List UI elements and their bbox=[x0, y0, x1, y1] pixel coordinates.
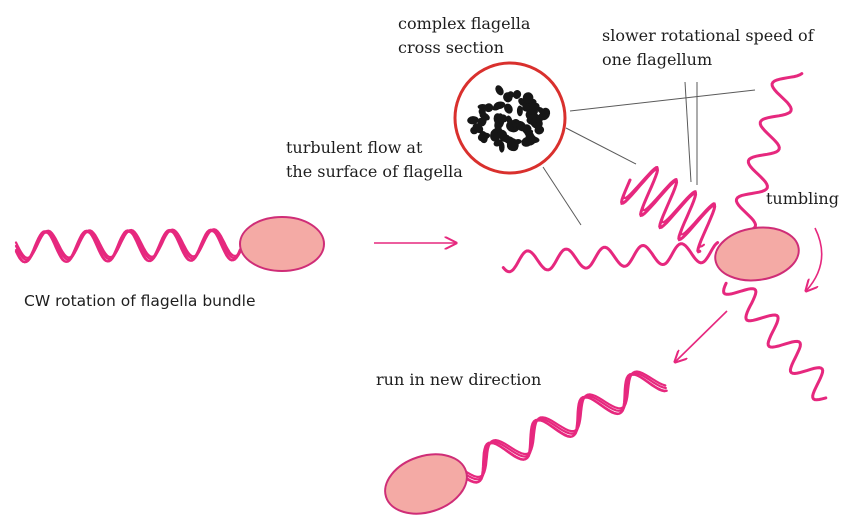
left-bacterium-body bbox=[240, 217, 324, 271]
label-cross-section: complex flagella cross section bbox=[398, 12, 530, 60]
label-slower-speed-line2: one flagellum bbox=[602, 48, 814, 72]
flagella-cross-section bbox=[455, 63, 565, 173]
label-turbulent-line1: turbulent flow at bbox=[286, 136, 463, 160]
tumbling-lower-flagellum bbox=[724, 283, 826, 400]
leader-lines bbox=[543, 82, 755, 225]
leader-line-coil bbox=[566, 128, 636, 164]
tumbling-left-flagellum bbox=[503, 243, 717, 272]
left-bacterium-flagella-bundle bbox=[16, 229, 240, 262]
tumbling-coil-strand-2 bbox=[624, 167, 715, 247]
tumbling-bacterium-body bbox=[712, 222, 802, 285]
new-direction-arrow bbox=[675, 311, 727, 362]
tumbling-coiled-flagellum bbox=[622, 167, 715, 252]
label-tumbling: tumbling bbox=[766, 187, 839, 211]
label-turbulent-line2: the surface of flagella bbox=[286, 160, 463, 184]
leader-line-top-right-flagellum bbox=[570, 90, 755, 111]
label-cross-section-line2: cross section bbox=[398, 36, 530, 60]
label-cross-section-line1: complex flagella bbox=[398, 12, 530, 36]
label-turbulent-flow: turbulent flow at the surface of flagell… bbox=[286, 136, 463, 184]
left-flagellum-strand-4 bbox=[16, 230, 240, 262]
leader-line-left-flagellum bbox=[543, 167, 581, 225]
tumbling-rotation-arrow bbox=[806, 228, 822, 291]
tumbling-left-flagellum-strand bbox=[503, 243, 717, 272]
label-new-direction: run in new direction bbox=[376, 368, 541, 392]
flagellum-section-blob bbox=[478, 104, 488, 110]
label-cw-rotation: CW rotation of flagella bundle bbox=[24, 290, 256, 312]
tumbling-lower-strand bbox=[724, 283, 826, 400]
label-slower-speed-line1: slower rotational speed of bbox=[602, 24, 814, 48]
label-slower-speed: slower rotational speed of one flagellum bbox=[602, 24, 814, 72]
new-direction-bacterium-body bbox=[377, 444, 474, 523]
